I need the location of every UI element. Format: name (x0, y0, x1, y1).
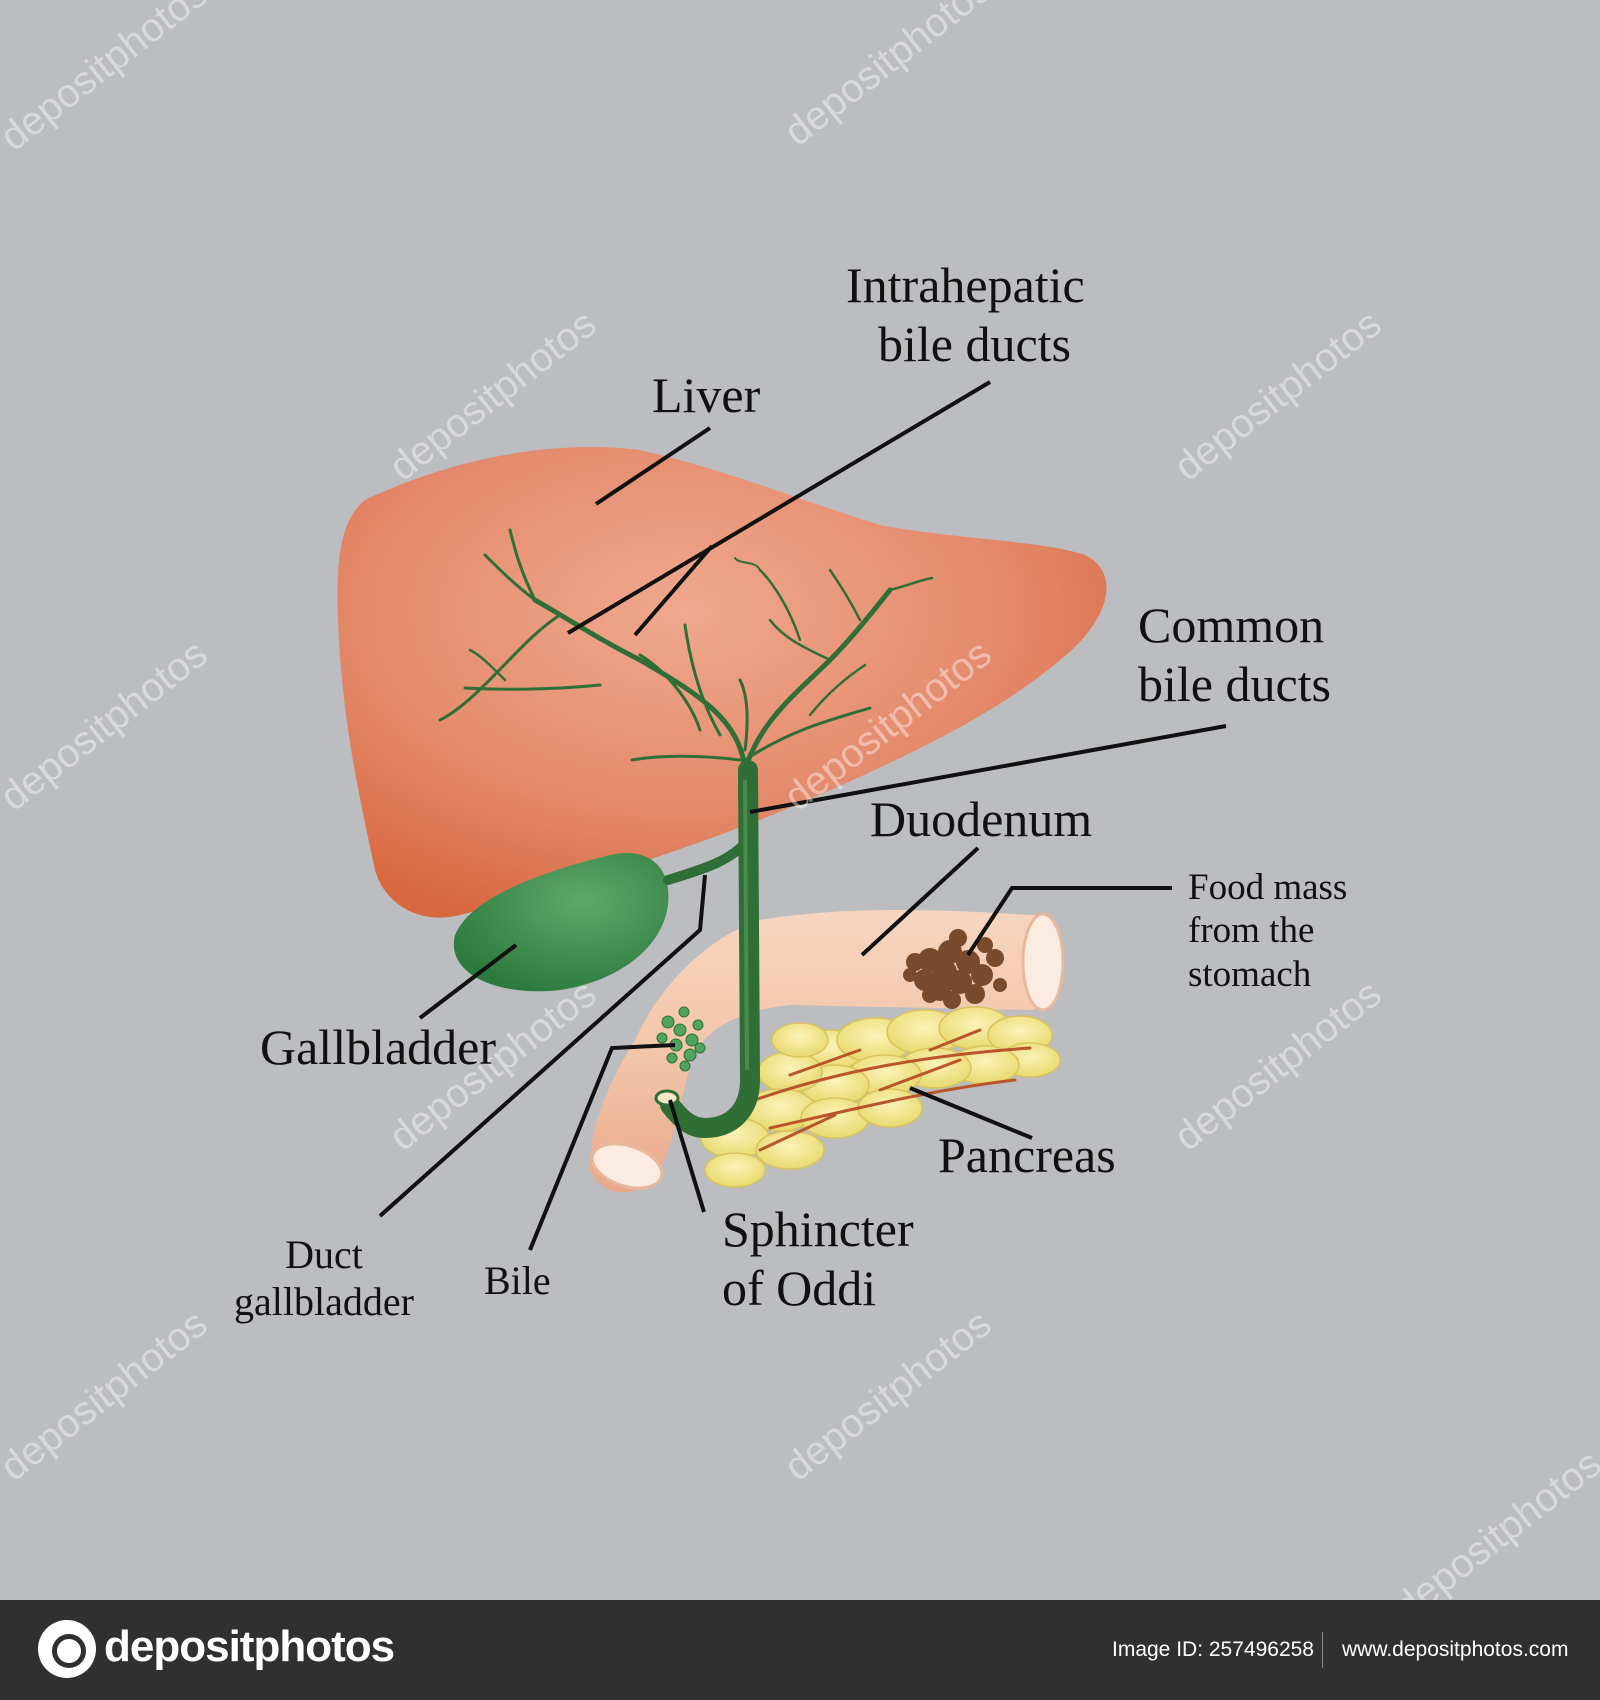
footer-bar: depositphotos Image ID: 257496258 www.de… (0, 1600, 1600, 1700)
common-bile-duct (660, 760, 761, 1139)
image-id-text: Image ID: 257496258 (1112, 1638, 1314, 1661)
label-duct-gallbladder: Duct gallbladder (234, 1232, 414, 1324)
leader-food-mass (966, 886, 1172, 957)
site-url-text: www.depositphotos.com (1342, 1638, 1569, 1661)
leader-pancreas (909, 1086, 1033, 1140)
leader-common-bile (749, 724, 1227, 814)
label-bile: Bile (484, 1258, 551, 1303)
label-duodenum: Duodenum (870, 791, 1093, 847)
depositphotos-logo-icon (38, 1620, 96, 1678)
leader-intrahepatic-1 (566, 380, 992, 635)
sphincter-opening (654, 1089, 680, 1107)
leader-intrahepatic-2 (633, 544, 714, 637)
leader-duodenum (860, 846, 980, 957)
footer-divider (1322, 1632, 1323, 1668)
label-food-mass: Food mass from the stomach (1188, 867, 1348, 995)
label-common-bile-ducts: Common bile ducts (1138, 597, 1332, 712)
label-gallbladder: Gallbladder (260, 1019, 497, 1075)
label-liver: Liver (652, 367, 761, 423)
duodenum-opening-left (590, 1142, 664, 1190)
duodenum-opening-right (1021, 912, 1065, 1012)
food-mass (903, 929, 1007, 1009)
bile-droplets (656, 1006, 706, 1072)
label-sphincter-of-oddi: Sphincter of Oddi (722, 1201, 914, 1316)
label-intrahepatic-bile-ducts: Intrahepatic bile ducts (846, 257, 1085, 372)
leader-gallbladder (418, 943, 518, 1020)
leader-sphincter (668, 1099, 706, 1213)
leader-bile (528, 1043, 676, 1251)
brand-logo-text: depositphotos (104, 1622, 395, 1671)
anatomy-illustration (337, 380, 1227, 1251)
label-pancreas: Pancreas (938, 1127, 1116, 1183)
common-bile-duct-highlight (743, 779, 749, 1071)
leader-liver (594, 426, 712, 506)
liver (337, 447, 1107, 918)
pancreas-vessels (753, 1028, 1032, 1152)
leader-duct-gallbladder (378, 874, 707, 1218)
intrahepatic-bile-duct-tree (438, 528, 934, 773)
gallbladder (453, 852, 669, 992)
